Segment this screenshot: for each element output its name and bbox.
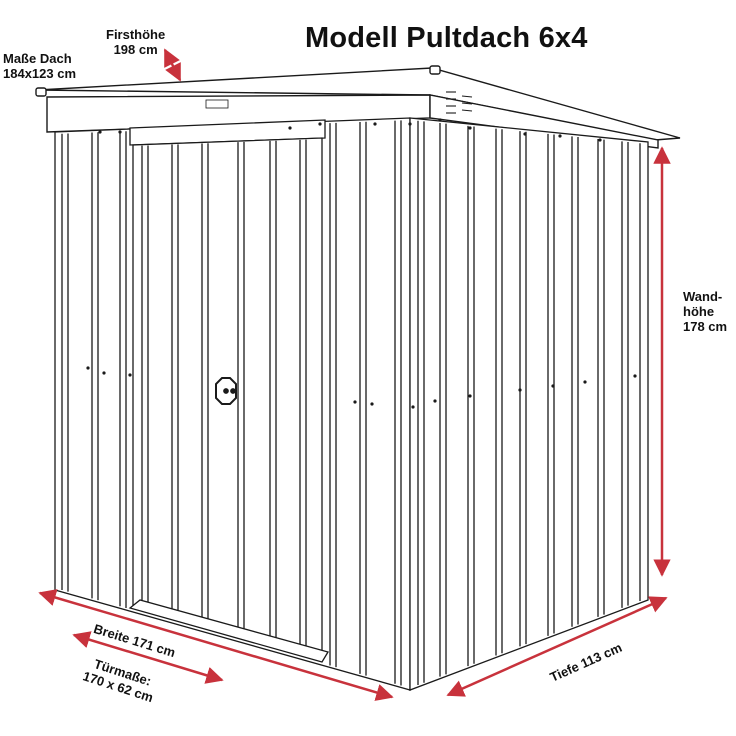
screw (118, 130, 122, 134)
screw (411, 405, 415, 409)
screw (98, 130, 102, 134)
screw (288, 126, 292, 130)
screw (633, 374, 637, 378)
wall-label-line1: Wand- (683, 289, 723, 304)
roof-top-surface (37, 67, 681, 141)
wall-label-line2: höhe (683, 303, 715, 319)
front-wall-ribs (61, 120, 402, 686)
screws (86, 118, 637, 409)
ridge-label-line1: Firsthöhe (106, 27, 166, 42)
screw (438, 118, 442, 122)
screw (433, 399, 437, 403)
door (128, 119, 329, 663)
ridge-label-line2: 198 cm (113, 41, 158, 57)
side-wall (409, 117, 649, 691)
screw (558, 134, 562, 138)
door-width-arrow (72, 631, 224, 684)
vent-slots (446, 91, 473, 114)
side-wall-ribs (417, 120, 641, 685)
screw (86, 366, 90, 370)
screw (598, 138, 602, 142)
screw (583, 380, 587, 384)
screw (353, 400, 357, 404)
screw (523, 132, 527, 136)
dimension-arrows (38, 48, 671, 701)
screw (408, 122, 412, 126)
screw (318, 122, 322, 126)
roof-emboss (205, 99, 229, 109)
door-header-frame (129, 119, 326, 146)
screw (128, 373, 132, 377)
screw (468, 394, 472, 398)
diagram-title: Modell Pultdach 6x4 (305, 22, 588, 54)
screw (518, 388, 522, 392)
door-ribs (141, 139, 307, 655)
screw (102, 371, 106, 375)
roof-dimension-label: Maße Dach 184x123 cm (3, 51, 77, 82)
door-handle (215, 377, 237, 405)
roof-corner-cap-right (429, 65, 441, 75)
screw (468, 126, 472, 130)
wall-height-label: Wand- höhe 178 cm (683, 289, 728, 335)
depth-arrow (446, 596, 668, 697)
ridge-height-label: Firsthöhe 198 cm (106, 27, 166, 58)
screw (373, 122, 377, 126)
ridge-height-arrow (163, 48, 182, 82)
roof-label-line2: 184x123 cm (3, 65, 77, 81)
screw (551, 384, 555, 388)
roof-label-line1: Maße Dach (3, 51, 72, 66)
screw (370, 402, 374, 406)
roof-corner-cap-left (35, 87, 47, 97)
wall-label-line3: 178 cm (683, 318, 728, 334)
